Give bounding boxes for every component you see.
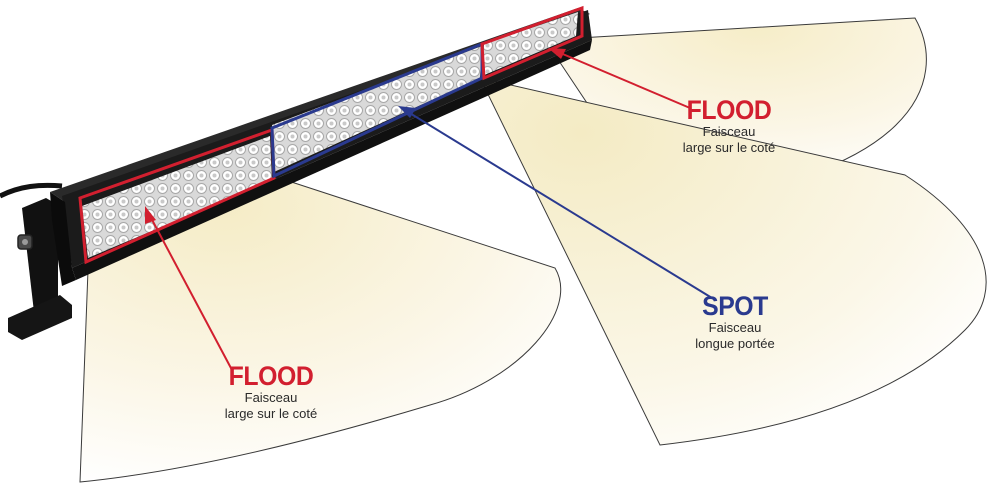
spot-label: SPOT Faisceau longue portée — [670, 292, 800, 352]
spot-led-panel — [272, 46, 482, 172]
spot-desc-line1: Faisceau — [708, 320, 762, 335]
power-cable — [0, 182, 63, 199]
spot-desc-line2: longue portée — [695, 336, 775, 351]
flood-arrow-right — [548, 48, 691, 109]
led-light-bar — [50, 5, 592, 286]
flood-beam-left — [79, 174, 561, 483]
flood-title-right: FLOOD — [686, 95, 772, 125]
spot-highlight-box — [270, 41, 484, 179]
flood-desc-left-line2: large sur le coté — [224, 406, 318, 421]
flood-label-left: FLOOD Faisceau large sur le coté — [196, 362, 346, 422]
spot-title: SPOT — [702, 291, 768, 321]
flood-led-panel-left — [82, 136, 272, 258]
flood-desc-right-line2: large sur le coté — [682, 140, 776, 155]
flood-highlight-box-left — [78, 127, 276, 265]
flood-title-left: FLOOD — [228, 361, 314, 391]
spot-arrow — [398, 106, 713, 299]
mounting-bracket — [8, 198, 72, 340]
flood-arrow-left — [145, 206, 233, 371]
flood-highlight-box-right — [480, 5, 584, 81]
flood-desc-right-line1: Faisceau — [702, 124, 756, 139]
flood-led-panel-right — [482, 12, 578, 76]
spot-beam — [479, 77, 987, 446]
flood-desc-left-line1: Faisceau — [244, 390, 298, 405]
flood-label-right: FLOOD Faisceau large sur le coté — [654, 96, 804, 156]
